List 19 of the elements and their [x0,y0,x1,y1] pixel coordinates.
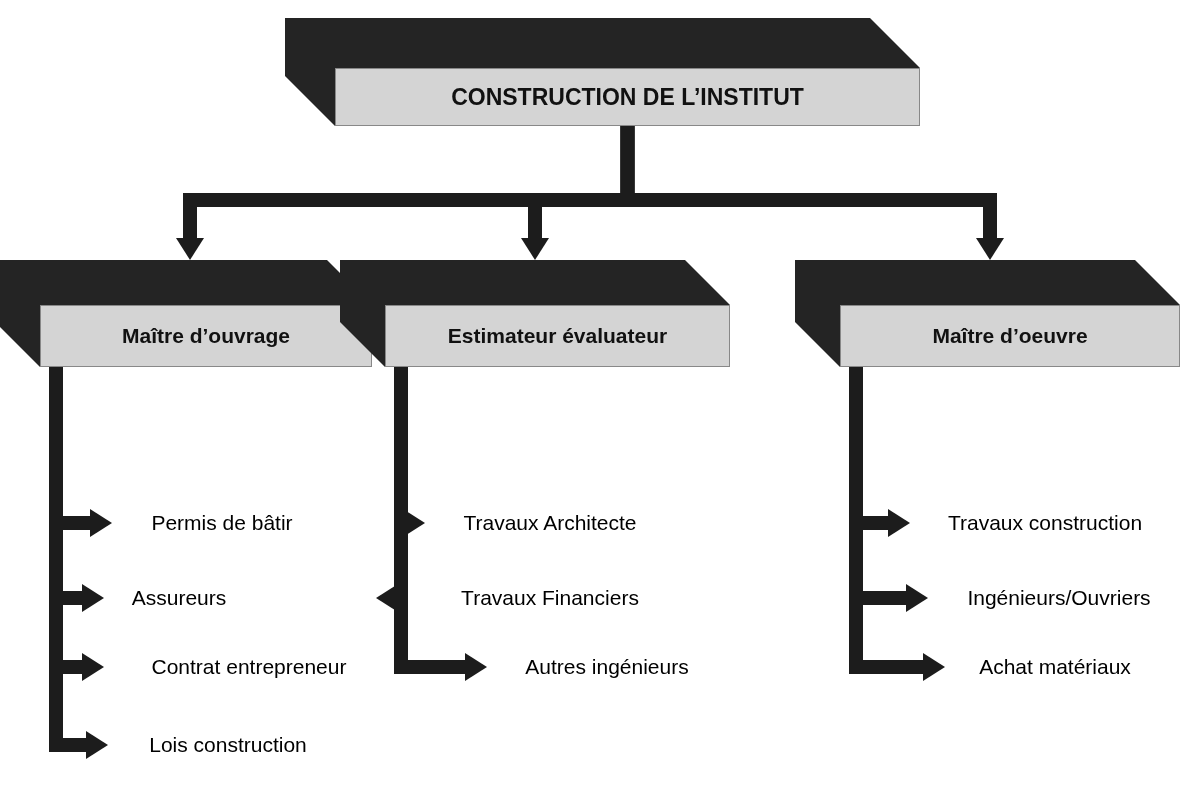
box-title: Estimateur évaluateur [447,324,668,348]
task-text: Achat matériaux [979,655,1131,679]
title-3d-box [285,18,920,126]
task-text: Autres ingénieurs [525,655,689,679]
connector-arrow [620,126,1004,260]
box-title: CONSTRUCTION DE L’INSTITUT [451,83,804,111]
task-text: Travaux construction [947,511,1143,535]
task-text: Contrat entrepreneur [151,655,347,679]
box-title: Maître d’ouvrage [121,324,290,348]
task-text: Travaux Financiers [461,586,639,610]
category-3d-box [0,260,372,367]
task-text: Lois construction [149,733,307,757]
task-text: Permis de bâtir [151,511,293,535]
task-text: Travaux Architecte [463,511,637,535]
task-text: Ingénieurs/Ouvriers [967,586,1151,610]
category-3d-box [340,260,730,367]
box-title: Maître d’oeuvre [932,324,1088,348]
category-3d-box [795,260,1180,367]
task-text: Assureurs [131,586,227,610]
